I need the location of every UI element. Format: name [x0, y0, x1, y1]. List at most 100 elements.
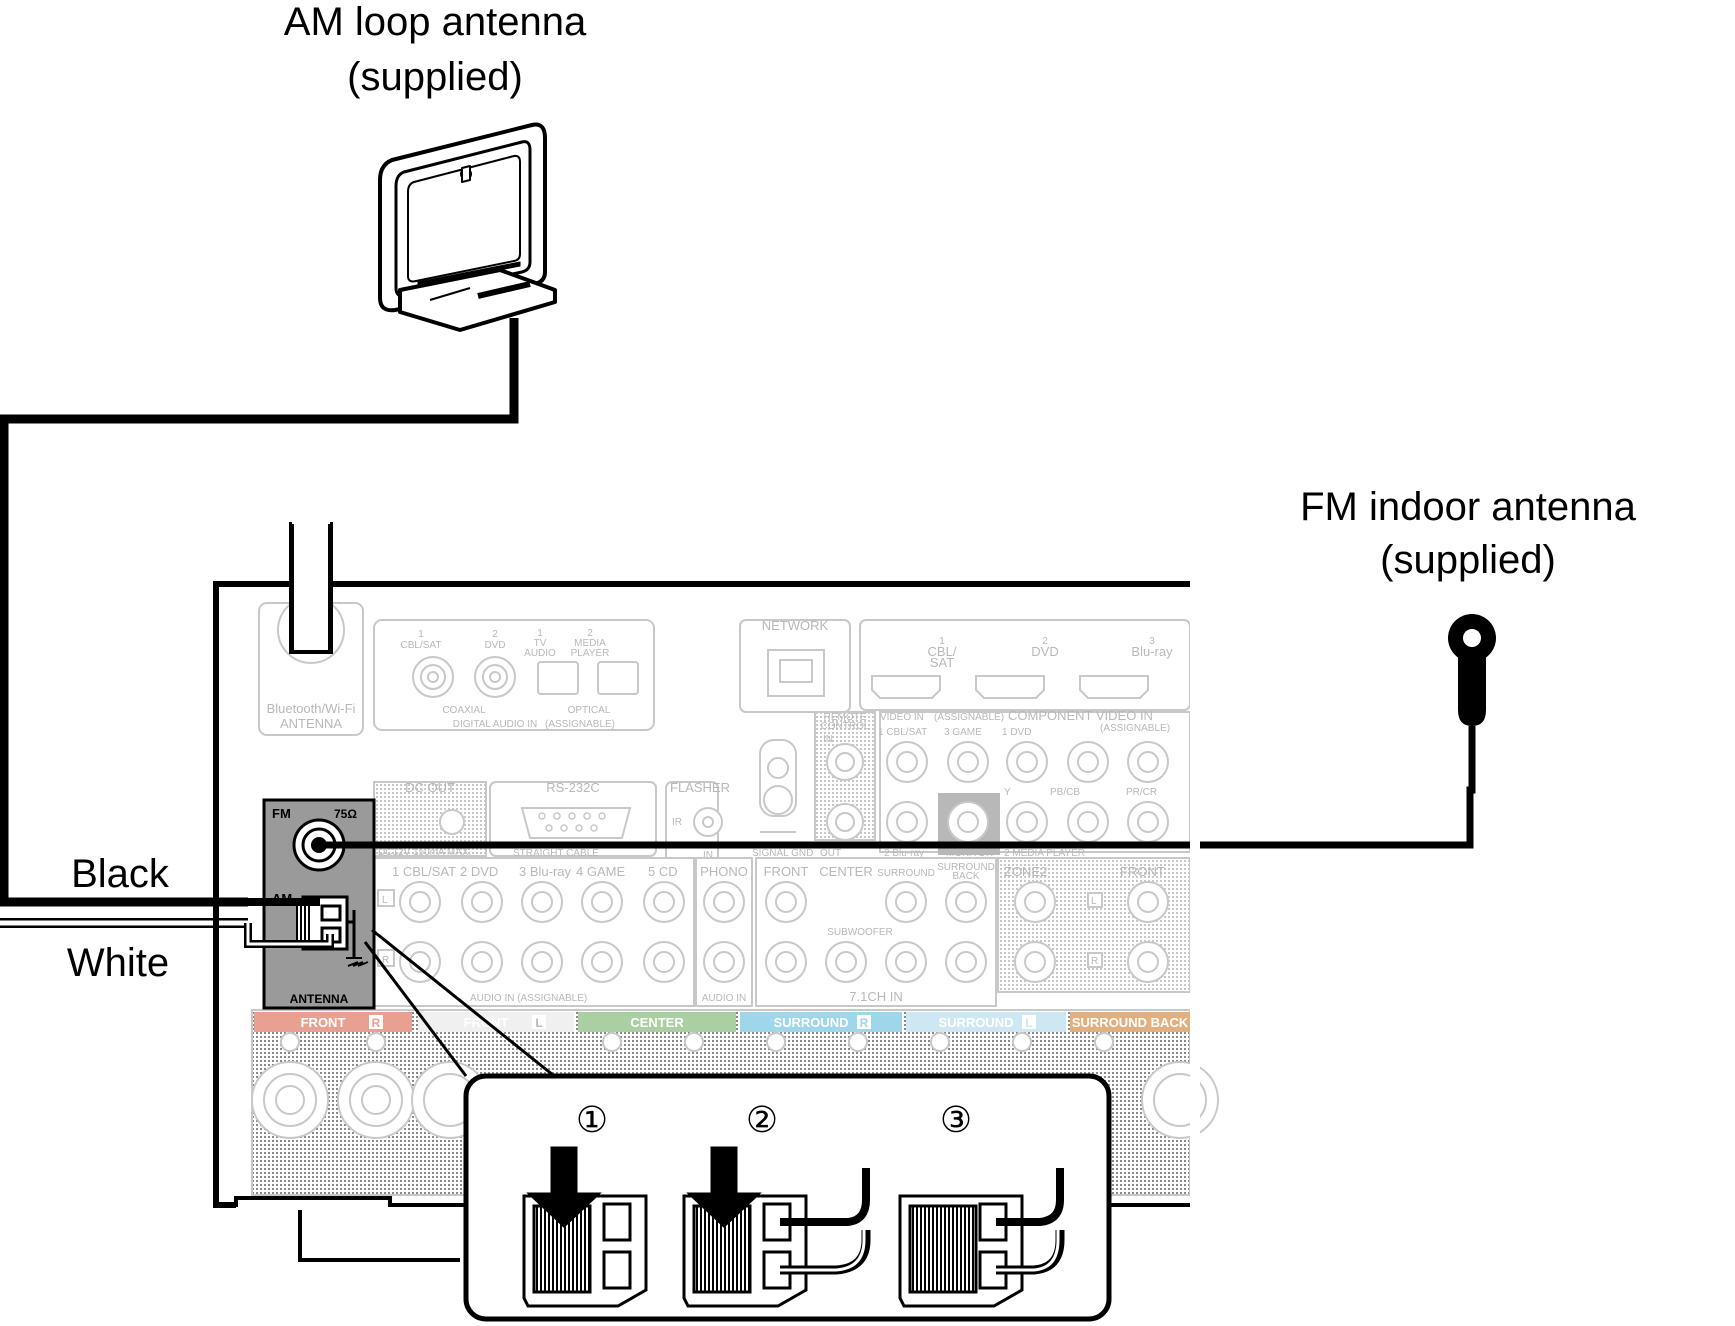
speaker-tab-badge-label: L: [535, 1016, 542, 1030]
svg-text:1: 1: [418, 629, 424, 640]
svg-text:COAXIAL: COAXIAL: [442, 705, 486, 716]
svg-text:AUDIO: AUDIO: [524, 648, 556, 659]
svg-text:1 CBL/SAT: 1 CBL/SAT: [392, 864, 456, 879]
signal-ground-post: [759, 739, 797, 833]
bt-antenna-label-1: Bluetooth/Wi-Fi: [267, 701, 356, 716]
svg-text:VIDEO IN: VIDEO IN: [880, 712, 924, 723]
svg-text:SIGNAL GND: SIGNAL GND: [752, 848, 813, 859]
bluetooth-wifi-antenna: Bluetooth/Wi-Fi ANTENNA: [258, 520, 364, 736]
svg-text:SUBWOOFER: SUBWOOFER: [827, 927, 893, 938]
svg-text:L: L: [1091, 896, 1097, 907]
svg-text:REMOTE: REMOTE: [824, 712, 867, 723]
callout-lines: [363, 928, 554, 1077]
svg-text:1 DVD: 1 DVD: [1002, 727, 1031, 738]
speaker-tab-badge: [369, 1015, 383, 1029]
svg-text:DC12V 150mA MAX.: DC12V 150mA MAX.: [378, 847, 471, 858]
hdmi-section: 1 CBL/ SAT 2 DVD 3 Blu-ray: [859, 619, 1191, 711]
video-component-section: VIDEO IN (ASSIGNABLE) 1 CBL/SAT 3 GAME C…: [878, 708, 1191, 859]
speaker-tab-label: SURROUND: [938, 1015, 1013, 1030]
svg-text:PHONO: PHONO: [700, 864, 748, 879]
antenna-block-label: ANTENNA: [290, 992, 349, 1006]
svg-text:R: R: [1091, 956, 1098, 967]
network-port: NETWORK: [739, 618, 851, 713]
fm-antenna-label: FM indoor antenna (supplied): [1300, 485, 1637, 582]
svg-text:2 DVD: 2 DVD: [460, 864, 498, 879]
svg-text:STRAIGHT CABLE: STRAIGHT CABLE: [513, 848, 599, 859]
svg-text:CBL/: CBL/: [928, 644, 957, 659]
svg-text:OPTICAL: OPTICAL: [568, 705, 611, 716]
speaker-tab: FRONT R: [254, 1012, 412, 1032]
svg-text:PR/CR: PR/CR: [1126, 787, 1157, 798]
speaker-tab-bg: [1070, 1012, 1190, 1032]
terminal-steps-inset: ① ② ③: [463, 1073, 1112, 1322]
svg-text:ZONE2: ZONE2: [1004, 864, 1047, 879]
phono-section: PHONO AUDIO IN: [695, 857, 753, 1007]
svg-text:AUDIO IN (ASSIGNABLE): AUDIO IN (ASSIGNABLE): [470, 993, 587, 1004]
svg-text:1: 1: [939, 636, 945, 647]
svg-text:2: 2: [1042, 636, 1048, 647]
svg-text:MONITOR: MONITOR: [946, 848, 993, 859]
am-antenna-title: AM loop antenna: [284, 0, 587, 44]
step-2-number: ②: [746, 1100, 778, 1141]
audio-in-section: 1 CBL/SAT 2 DVD 3 Blu-ray 4 GAME 5 CD L …: [373, 857, 695, 1007]
speaker-tab-label: SURROUND: [773, 1015, 848, 1030]
remote-control-jacks: REMOTE CONTROL IN: [814, 711, 876, 841]
speaker-tab-label: CENTER: [630, 1015, 684, 1030]
svg-text:2: 2: [492, 629, 498, 640]
svg-text:(ASSIGNABLE): (ASSIGNABLE): [934, 712, 1004, 723]
svg-text:2 Blu-ray: 2 Blu-ray: [884, 848, 924, 859]
svg-text:PB/CB: PB/CB: [1050, 787, 1080, 798]
fm-antenna-title: FM indoor antenna: [1300, 485, 1637, 529]
svg-text:BACK: BACK: [952, 871, 980, 882]
svg-text:TV: TV: [534, 638, 547, 649]
svg-text:3: 3: [1149, 636, 1155, 647]
am-white-wire-loop: [244, 923, 334, 948]
svg-text:CONTROL: CONTROL: [821, 721, 870, 732]
svg-text:3 GAME: 3 GAME: [944, 727, 982, 738]
svg-text:3 Blu-ray: 3 Blu-ray: [519, 864, 572, 879]
svg-text:Blu-ray: Blu-ray: [1131, 644, 1173, 659]
rs232c-section: RS-232C STRAIGHT CABLE: [489, 780, 657, 859]
step-3-illustration: [898, 1168, 1065, 1308]
speaker-tab-label: FRONT: [301, 1015, 346, 1030]
svg-text:IR: IR: [672, 817, 682, 828]
speaker-tab-bg: [578, 1012, 736, 1032]
fm-indoor-antenna: [319, 614, 1496, 849]
svg-text:DVD: DVD: [1031, 644, 1058, 659]
svg-text:Y: Y: [1004, 787, 1011, 798]
step-1-number: ①: [576, 1100, 608, 1141]
svg-text:1 CBL/SAT: 1 CBL/SAT: [878, 727, 927, 738]
svg-text:L: L: [382, 895, 388, 906]
speaker-tab-badge-label: R: [372, 1016, 381, 1030]
svg-text:CENTER: CENTER: [819, 864, 872, 879]
svg-text:(ASSIGNABLE): (ASSIGNABLE): [1100, 723, 1170, 734]
speaker-tab-badge: [532, 1015, 546, 1029]
speaker-tab-badge: [857, 1015, 871, 1029]
speaker-tab: SURROUND BACK: [1070, 1012, 1190, 1032]
svg-text:R: R: [382, 955, 389, 966]
speaker-tab-badge-label: R: [860, 1016, 869, 1030]
black-wire-label: Black: [71, 852, 170, 896]
svg-text:SURROUND: SURROUND: [937, 862, 995, 873]
svg-text:PLAYER: PLAYER: [571, 648, 610, 659]
svg-text:DVD: DVD: [484, 640, 505, 651]
svg-text:CBL/SAT: CBL/SAT: [401, 640, 442, 651]
am-loop-antenna-icon: [378, 122, 557, 332]
svg-text:FRONT: FRONT: [764, 864, 809, 879]
ch71-in-section: FRONT CENTER SURROUND SURROUND BACK SUBW…: [755, 857, 997, 1007]
svg-text:7.1CH IN: 7.1CH IN: [849, 989, 902, 1004]
white-wire-label: White: [67, 941, 169, 985]
fm-terminal-label: FM: [272, 806, 291, 821]
step-1-illustration: [522, 1146, 648, 1308]
svg-text:AUDIO IN: AUDIO IN: [702, 993, 746, 1004]
svg-text:DC OUT: DC OUT: [405, 780, 455, 795]
fm-antenna-subtitle: (supplied): [1380, 538, 1556, 582]
svg-text:DIGITAL AUDIO IN: DIGITAL AUDIO IN: [453, 719, 537, 730]
svg-text:FLASHER: FLASHER: [670, 780, 730, 795]
digital-audio-in-section: 1 CBL/SAT 2 DVD 1 TV AUDIO 2 MEDIA PLAYE…: [373, 619, 655, 731]
svg-text:(ASSIGNABLE): (ASSIGNABLE): [545, 719, 615, 730]
step-3-number: ③: [940, 1100, 972, 1141]
